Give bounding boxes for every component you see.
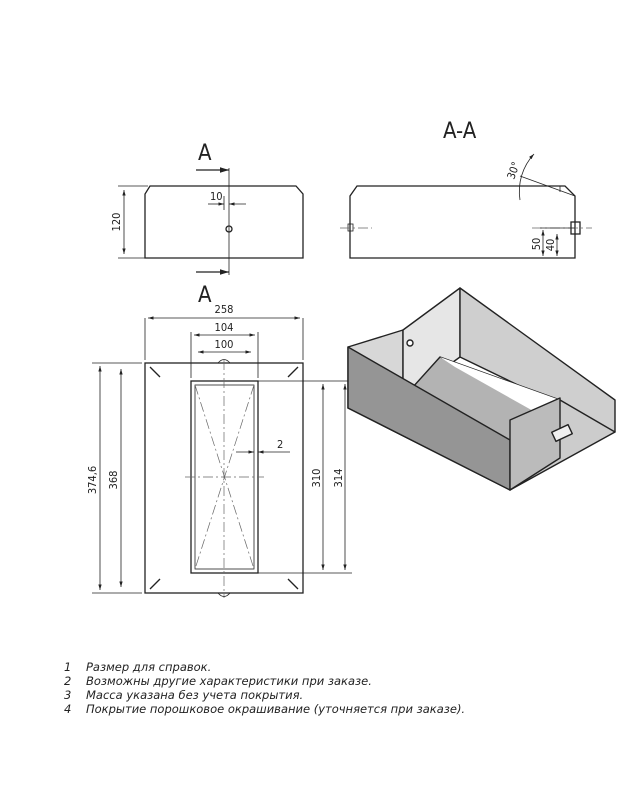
- dim-258: 258: [215, 303, 234, 316]
- note-item: 1 Размер для справок.: [64, 660, 465, 674]
- note-text: Размер для справок.: [86, 660, 212, 674]
- note-text: Масса указана без учета покрытия.: [86, 688, 304, 702]
- section-title: A-A: [443, 119, 477, 144]
- front-view: A A 10 120: [110, 141, 304, 308]
- note-item: 4 Покрытие порошковое окрашивание (уточн…: [64, 702, 465, 716]
- note-number: 4: [64, 702, 72, 716]
- note-number: 2: [64, 674, 72, 688]
- note-text: Возможны другие характеристики при заказ…: [86, 674, 372, 688]
- hole: [225, 225, 233, 233]
- dim-368: 368: [107, 471, 120, 490]
- note-number: 3: [64, 688, 72, 702]
- section-view: A-A 30° 50 40: [340, 119, 592, 259]
- dim-100: 100: [215, 338, 234, 351]
- notes-list: 1 Размер для справок. 2 Возможны другие …: [64, 660, 465, 716]
- dim-314: 314: [332, 469, 345, 488]
- dim-10: 10: [210, 190, 223, 203]
- section-mark-top: A: [198, 141, 212, 166]
- note-item: 3 Масса указана без учета покрытия.: [64, 688, 465, 702]
- dim-310: 310: [310, 469, 323, 488]
- dim-120: 120: [110, 213, 123, 232]
- note-item: 2 Возможны другие характеристики при зак…: [64, 674, 465, 688]
- top-view: 258 104 100 2 374,6 368 310 314: [86, 303, 352, 598]
- dim-30: 30°: [505, 160, 523, 181]
- section-mark-bottom: A: [198, 283, 212, 308]
- dim-50: 50: [530, 238, 543, 251]
- note-text: Покрытие порошковое окрашивание (уточняе…: [86, 702, 466, 716]
- dim-40: 40: [544, 239, 557, 252]
- dim-2: 2: [277, 438, 283, 451]
- dim-104: 104: [215, 321, 234, 334]
- dim-374-6: 374,6: [86, 466, 99, 494]
- isometric-view: [347, 287, 616, 491]
- note-number: 1: [64, 660, 72, 674]
